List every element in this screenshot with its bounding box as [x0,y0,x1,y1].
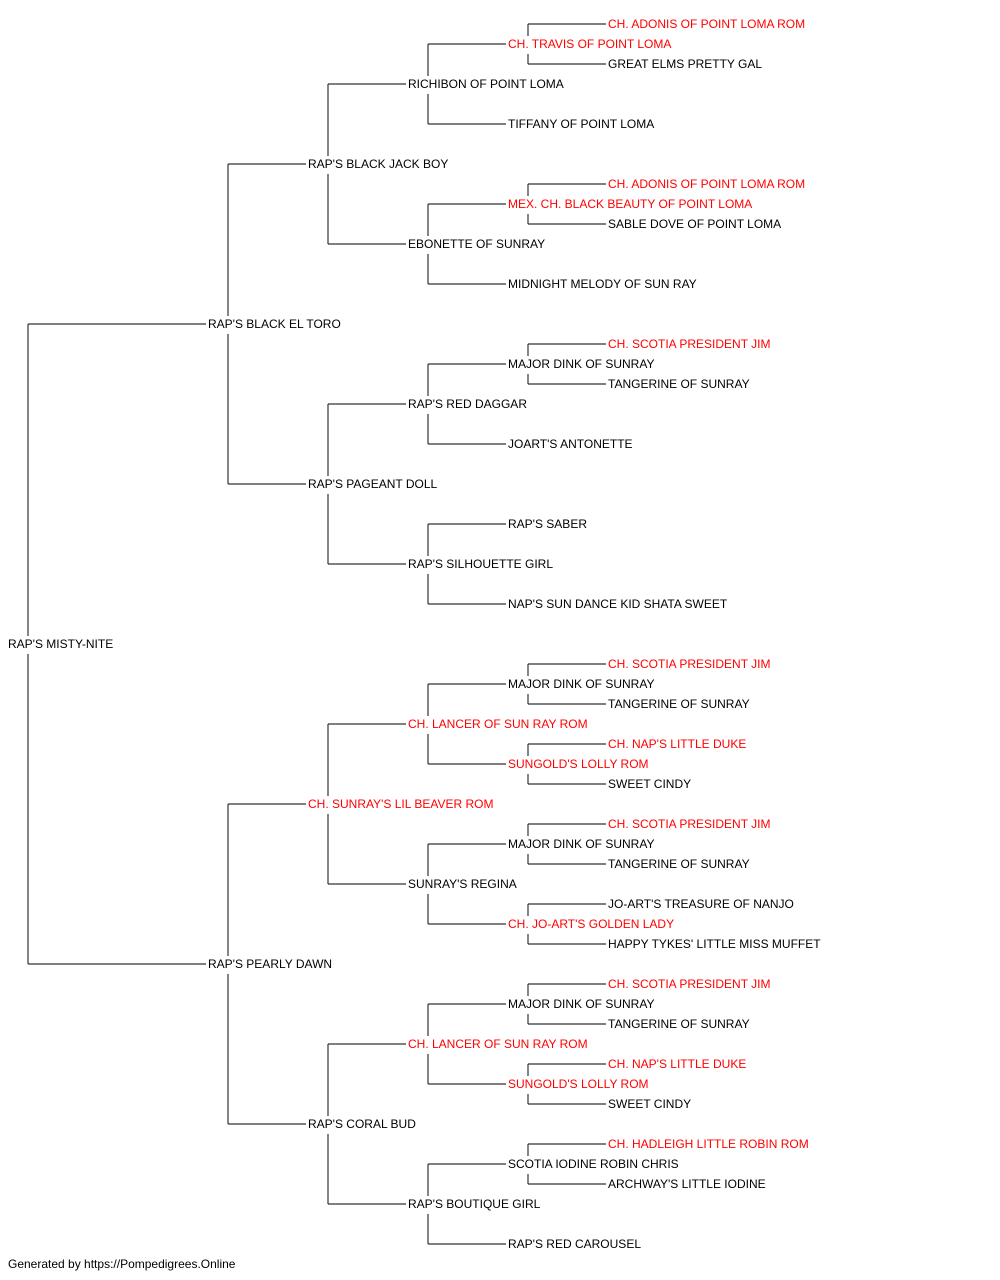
pedigree-entry-gen4: CH. TRAVIS OF POINT LOMA [508,37,671,51]
pedigree-entry-gen5: TANGERINE OF SUNRAY [608,1017,750,1031]
pedigree-entry-gen0: RAP'S MISTY-NITE [8,637,113,651]
pedigree-entry-gen5: GREAT ELMS PRETTY GAL [608,57,762,71]
pedigree-entry-gen4: MIDNIGHT MELODY OF SUN RAY [508,277,697,291]
pedigree-entry-gen2: RAP'S PAGEANT DOLL [308,477,438,491]
pedigree-entry-gen2: RAP'S BLACK JACK BOY [308,157,448,171]
pedigree-entry-gen5: CH. NAP'S LITTLE DUKE [608,737,746,751]
pedigree-entry-gen5: CH. ADONIS OF POINT LOMA ROM [608,177,805,191]
pedigree-entry-gen5: HAPPY TYKES' LITTLE MISS MUFFET [608,937,821,951]
pedigree-entry-gen5: CH. NAP'S LITTLE DUKE [608,1057,746,1071]
pedigree-entry-gen5: TANGERINE OF SUNRAY [608,697,750,711]
pedigree-entry-gen5: CH. SCOTIA PRESIDENT JIM [608,337,770,351]
pedigree-entry-gen4: MAJOR DINK OF SUNRAY [508,357,654,371]
pedigree-entry-gen3: RAP'S BOUTIQUE GIRL [408,1197,541,1211]
pedigree-entry-gen4: SUNGOLD'S LOLLY ROM [508,1077,649,1091]
pedigree-entry-gen3: CH. LANCER OF SUN RAY ROM [408,1037,588,1051]
pedigree-entry-gen4: MAJOR DINK OF SUNRAY [508,837,654,851]
footer-credit: Generated by https://Pompedigrees.Online [8,1257,236,1271]
pedigree-entry-gen5: CH. SCOTIA PRESIDENT JIM [608,657,770,671]
pedigree-entry-gen4: MAJOR DINK OF SUNRAY [508,997,654,1011]
pedigree-entry-gen2: CH. SUNRAY'S LIL BEAVER ROM [308,797,493,811]
pedigree-entry-gen5: JO-ART'S TREASURE OF NANJO [608,897,794,911]
pedigree-entry-gen3: CH. LANCER OF SUN RAY ROM [408,717,588,731]
pedigree-entry-gen4: CH. JO-ART'S GOLDEN LADY [508,917,674,931]
pedigree-entry-gen3: RAP'S RED DAGGAR [408,397,527,411]
pedigree-entry-gen4: MAJOR DINK OF SUNRAY [508,677,654,691]
pedigree-entry-gen4: TIFFANY OF POINT LOMA [508,117,654,131]
pedigree-entry-gen3: RICHIBON OF POINT LOMA [408,77,564,91]
pedigree-entry-gen5: TANGERINE OF SUNRAY [608,377,750,391]
pedigree-entry-gen4: MEX. CH. BLACK BEAUTY OF POINT LOMA [508,197,752,211]
pedigree-entry-gen5: CH. SCOTIA PRESIDENT JIM [608,977,770,991]
pedigree-entry-gen4: SUNGOLD'S LOLLY ROM [508,757,649,771]
pedigree-entry-gen3: RAP'S SILHOUETTE GIRL [408,557,553,571]
pedigree-entry-gen1: RAP'S PEARLY DAWN [208,957,332,971]
pedigree-entry-gen4: RAP'S SABER [508,517,587,531]
pedigree-entry-gen4: NAP'S SUN DANCE KID SHATA SWEET [508,597,728,611]
pedigree-entry-gen5: TANGERINE OF SUNRAY [608,857,750,871]
pedigree-entry-gen5: CH. SCOTIA PRESIDENT JIM [608,817,770,831]
pedigree-entry-gen2: RAP'S CORAL BUD [308,1117,416,1131]
pedigree-entry-gen1: RAP'S BLACK EL TORO [208,317,341,331]
pedigree-entry-gen3: SUNRAY'S REGINA [408,877,517,891]
pedigree-entry-gen4: JOART'S ANTONETTE [508,437,633,451]
pedigree-entry-gen4: RAP'S RED CAROUSEL [508,1237,641,1251]
pedigree-entry-gen5: CH. HADLEIGH LITTLE ROBIN ROM [608,1137,809,1151]
pedigree-entry-gen5: CH. ADONIS OF POINT LOMA ROM [608,17,805,31]
pedigree-entry-gen4: SCOTIA IODINE ROBIN CHRIS [508,1157,679,1171]
pedigree-entry-gen5: SABLE DOVE OF POINT LOMA [608,217,781,231]
pedigree-entry-gen3: EBONETTE OF SUNRAY [408,237,545,251]
pedigree-entry-gen5: ARCHWAY'S LITTLE IODINE [608,1177,766,1191]
pedigree-entry-gen5: SWEET CINDY [608,777,691,791]
pedigree-entry-gen5: SWEET CINDY [608,1097,691,1111]
